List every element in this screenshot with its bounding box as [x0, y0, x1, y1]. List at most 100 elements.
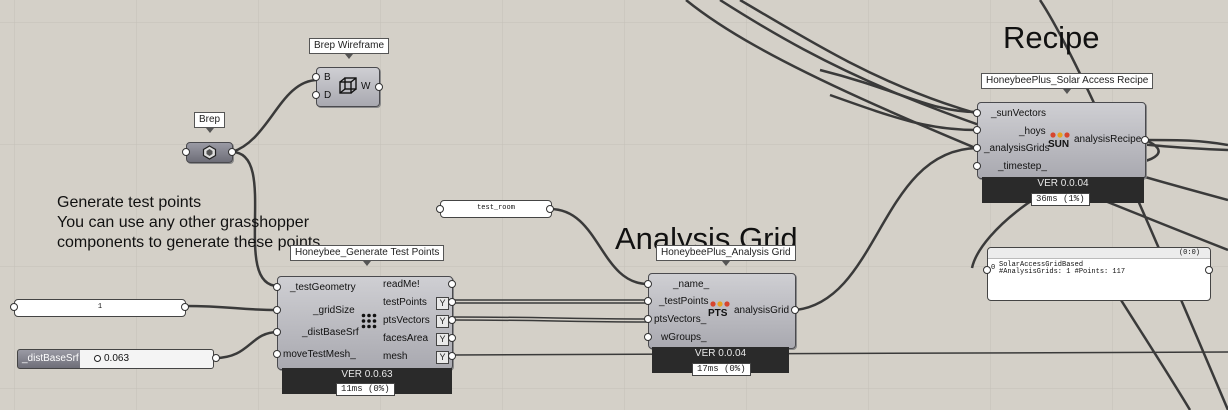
- output-panel-output-pin[interactable]: [1205, 266, 1213, 274]
- brep-wireframe-input-b[interactable]: B: [324, 72, 331, 83]
- input-test-geometry-pin[interactable]: [273, 283, 281, 291]
- dist-slider-track[interactable]: 0.063: [80, 349, 214, 369]
- wire-distbasesrf: [214, 330, 279, 360]
- brep-wireframe-output-w[interactable]: W: [361, 81, 371, 92]
- wire-recipe-output: [1144, 138, 1228, 147]
- input-w-groups[interactable]: wGroups_: [661, 332, 707, 343]
- output-faces-area[interactable]: facesArea: [383, 333, 429, 344]
- note-line-2: You can use any other grasshopper: [57, 214, 310, 231]
- graft-marker-icon[interactable]: Y: [436, 351, 449, 364]
- output-pts-vectors-pin[interactable]: [448, 316, 456, 324]
- analysis-grid-timer: 17ms (0%): [692, 363, 751, 376]
- output-panel[interactable]: (0:0) 0 SolarAccessGridBased #AnalysisGr…: [987, 247, 1211, 301]
- recipe-version-bar: VER 0.0.04: [982, 177, 1144, 203]
- input-grid-size-pin[interactable]: [273, 306, 281, 314]
- grid-size-text: 1: [97, 303, 103, 311]
- pts-icon-label: PTS: [708, 308, 728, 319]
- dist-slider-label-box: _distBaseSrf: [17, 349, 81, 369]
- input-dist-base-srf-pin[interactable]: [273, 328, 281, 336]
- output-readme-pin[interactable]: [448, 280, 456, 288]
- output-analysis-recipe-pin[interactable]: [1141, 136, 1149, 144]
- grid-size-input-pin[interactable]: [10, 303, 18, 311]
- dist-slider-output-pin[interactable]: [212, 354, 220, 362]
- output-test-points-pin[interactable]: [448, 298, 456, 306]
- recipe-version: VER 0.0.04: [1037, 178, 1089, 189]
- output-panel-input-pin[interactable]: [983, 266, 991, 274]
- output-faces-area-pin[interactable]: [448, 334, 456, 342]
- analysis-grid-component[interactable]: _name_ _testPoints ptsVectors_ wGroups_ …: [648, 273, 796, 349]
- brep-wireframe-tag: Brep Wireframe: [309, 38, 390, 59]
- brep-wireframe-component[interactable]: B D W: [316, 67, 380, 107]
- input-analysis-grids[interactable]: _analysisGrids: [984, 143, 1050, 154]
- output-analysis-grid-pin[interactable]: [791, 306, 799, 314]
- brep-output-pin[interactable]: [228, 148, 236, 156]
- wire-testroom-to-name: [549, 207, 649, 286]
- output-analysis-grid[interactable]: analysisGrid: [734, 305, 790, 316]
- recipe-tag: HoneybeePlus_Solar Access Recipe: [981, 73, 1154, 94]
- input-sun-vectors-pin[interactable]: [973, 109, 981, 117]
- sun-icon-label: SUN: [1048, 139, 1070, 150]
- input-name[interactable]: _name_: [673, 279, 710, 290]
- recipe-component[interactable]: _sunVectors _hoys _analysisGrids _timest…: [977, 102, 1146, 179]
- output-test-points[interactable]: testPoints: [383, 297, 427, 308]
- wire-to-sunvectors: [819, 68, 978, 114]
- graft-marker-icon[interactable]: Y: [436, 297, 449, 310]
- note-line-3: components to generate these points.: [57, 234, 325, 251]
- input-grid-size[interactable]: _gridSize: [313, 305, 355, 316]
- input-sun-vectors[interactable]: _sunVectors: [991, 108, 1047, 119]
- input-timestep[interactable]: _timestep_: [998, 161, 1047, 172]
- input-name-pin[interactable]: [644, 280, 652, 288]
- test-room-input-pin[interactable]: [436, 205, 444, 213]
- input-timestep-pin[interactable]: [973, 162, 981, 170]
- brep-tag: Brep: [194, 112, 226, 133]
- dist-slider-label: _distBaseSrf: [22, 353, 79, 364]
- generate-points-component[interactable]: _testGeometry _gridSize _distBaseSrf mov…: [277, 276, 453, 370]
- output-mesh[interactable]: mesh: [383, 351, 408, 362]
- wire-mesh: [451, 351, 1228, 356]
- input-test-points[interactable]: _testPoints: [659, 296, 709, 307]
- output-mesh-pin[interactable]: [448, 352, 456, 360]
- generate-points-tag: Honeybee_Generate Test Points: [290, 245, 445, 266]
- test-room-output-pin[interactable]: [546, 205, 554, 213]
- input-test-geometry[interactable]: _testGeometry: [290, 282, 356, 293]
- pts-icon: PTS: [708, 300, 732, 320]
- input-hoys[interactable]: _hoys: [1019, 126, 1046, 137]
- brep-parameter[interactable]: [186, 142, 233, 163]
- grid-size-output-pin[interactable]: [181, 303, 189, 311]
- test-room-panel[interactable]: test_room: [440, 200, 552, 218]
- input-move-test-mesh[interactable]: moveTestMesh_: [283, 349, 356, 360]
- output-panel-line-1: SolarAccessGridBased: [999, 261, 1084, 269]
- input-w-groups-pin[interactable]: [644, 333, 652, 341]
- output-analysis-recipe[interactable]: analysisRecipe: [1074, 134, 1142, 145]
- input-analysis-grids-pin[interactable]: [973, 144, 981, 152]
- slider-knob-icon[interactable]: [94, 355, 101, 362]
- dist-slider-value: 0.063: [104, 353, 130, 364]
- output-panel-index: 0: [991, 264, 996, 272]
- output-readme[interactable]: readMe!: [383, 279, 420, 290]
- input-hoys-pin[interactable]: [973, 126, 981, 134]
- output-pts-vectors[interactable]: ptsVectors: [383, 315, 430, 326]
- input-dist-base-srf[interactable]: _distBaseSrf: [302, 327, 359, 338]
- grid-points-icon: [361, 313, 377, 329]
- brep-wireframe-output-w-pin[interactable]: [375, 83, 383, 91]
- brep-wireframe-input-b-pin[interactable]: [312, 73, 320, 81]
- wire-brep-to-testgeometry: [231, 150, 279, 288]
- brep-wireframe-input-d-pin[interactable]: [312, 91, 320, 99]
- input-move-test-mesh-pin[interactable]: [273, 350, 281, 358]
- input-pts-vectors[interactable]: ptsVectors_: [654, 314, 707, 325]
- input-test-points-pin[interactable]: [644, 297, 652, 305]
- brep-wireframe-input-d[interactable]: D: [324, 90, 332, 101]
- note-line-1: Generate test points: [57, 194, 202, 211]
- sun-icon: SUN: [1048, 131, 1072, 151]
- input-pts-vectors-pin[interactable]: [644, 315, 652, 323]
- brep-input-pin[interactable]: [182, 148, 190, 156]
- grid-size-panel[interactable]: 1: [14, 299, 186, 317]
- generate-points-version: VER 0.0.63: [341, 369, 393, 380]
- recipe-heading: Recipe: [1003, 20, 1100, 55]
- dist-slider[interactable]: _distBaseSrf 0.063: [17, 349, 215, 369]
- graft-marker-icon[interactable]: Y: [436, 333, 449, 346]
- graft-marker-icon[interactable]: Y: [436, 315, 449, 328]
- wire-gridsize: [184, 304, 279, 312]
